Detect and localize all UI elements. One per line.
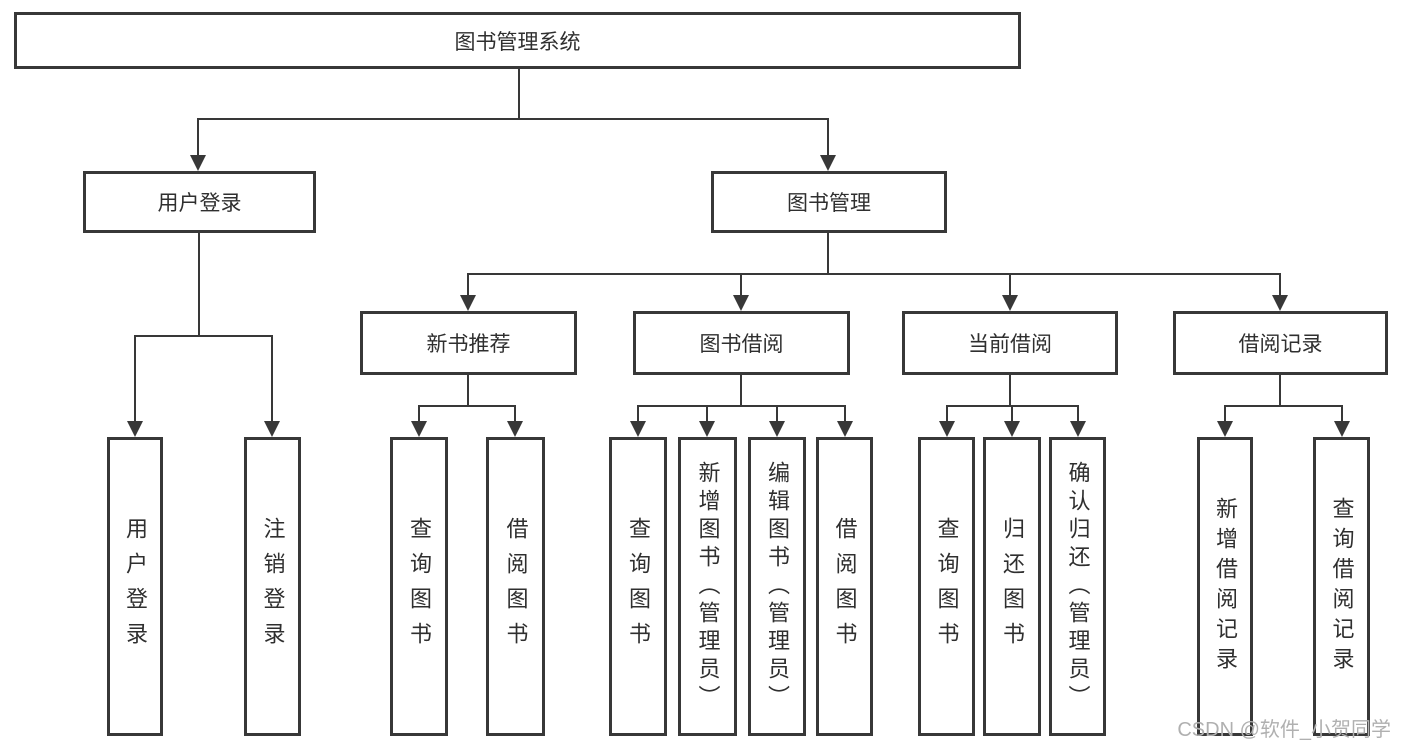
tree-line xyxy=(1224,405,1343,407)
leaf-user-login: 用户登录 xyxy=(107,437,163,736)
tree-line xyxy=(706,405,708,423)
node-label: 注销登录 xyxy=(260,516,286,657)
arrow-down-icon xyxy=(1334,421,1350,437)
tree-line xyxy=(271,335,273,423)
node-label: 借阅图书 xyxy=(832,516,858,657)
node-current-borrowing: 当前借阅 xyxy=(902,311,1118,375)
arrow-down-icon xyxy=(507,421,523,437)
node-label: 图书管理系统 xyxy=(454,30,581,54)
leaf-query-books-borrowing: 查询图书 xyxy=(609,437,667,736)
node-label: 借阅记录 xyxy=(1238,333,1323,356)
tree-line xyxy=(637,405,846,407)
leaf-add-book-admin: 新增图书（管理员） xyxy=(678,437,737,736)
tree-line xyxy=(637,405,639,423)
node-label: 查询借阅记录 xyxy=(1329,496,1355,677)
tree-line xyxy=(776,405,778,423)
tree-line xyxy=(1279,375,1281,405)
node-book-borrowing: 图书借阅 xyxy=(633,311,850,375)
leaf-query-books-current: 查询图书 xyxy=(918,437,975,736)
tree-line xyxy=(844,405,846,423)
node-library-system: 图书管理系统 xyxy=(14,12,1021,69)
node-label: 查询图书 xyxy=(934,516,960,657)
arrow-down-icon xyxy=(1272,295,1288,311)
tree-line xyxy=(418,405,516,407)
tree-line xyxy=(197,118,829,120)
node-label: 查询图书 xyxy=(626,516,651,657)
node-label: 借阅图书 xyxy=(503,516,529,657)
arrow-down-icon xyxy=(411,421,427,437)
node-label: 查询图书 xyxy=(407,516,432,657)
leaf-query-books-recommend: 查询图书 xyxy=(390,437,448,736)
tree-line xyxy=(740,375,742,405)
arrow-down-icon xyxy=(264,421,280,437)
tree-line xyxy=(1224,405,1226,423)
tree-line xyxy=(467,273,469,297)
leaf-logout: 注销登录 xyxy=(244,437,301,736)
tree-line xyxy=(946,405,948,423)
tree-line xyxy=(514,405,516,423)
arrow-down-icon xyxy=(1217,421,1233,437)
node-user-login-group: 用户登录 xyxy=(83,171,316,233)
leaf-borrow-books-recommend: 借阅图书 xyxy=(486,437,545,736)
tree-line xyxy=(1011,405,1013,423)
arrow-down-icon xyxy=(1002,295,1018,311)
arrow-down-icon xyxy=(939,421,955,437)
tree-line xyxy=(827,118,829,157)
node-label: 编辑图书（管理员） xyxy=(765,460,790,713)
arrow-down-icon xyxy=(460,295,476,311)
tree-line xyxy=(1279,273,1281,297)
arrow-down-icon xyxy=(733,295,749,311)
tree-line xyxy=(418,405,420,423)
tree-line xyxy=(518,68,520,118)
tree-line xyxy=(467,375,469,405)
watermark: CSDN @软件_小贺同学 xyxy=(1177,719,1391,741)
leaf-confirm-return-admin: 确认归还（管理员） xyxy=(1049,437,1106,736)
node-label: 归还图书 xyxy=(1000,516,1025,657)
tree-line xyxy=(740,273,742,297)
tree-line xyxy=(467,273,1281,275)
arrow-down-icon xyxy=(769,421,785,437)
arrow-down-icon xyxy=(190,155,206,171)
node-label: 用户登录 xyxy=(123,516,148,657)
tree-line xyxy=(827,233,829,273)
arrow-down-icon xyxy=(699,421,715,437)
arrow-down-icon xyxy=(820,155,836,171)
node-book-management: 图书管理 xyxy=(711,171,947,233)
node-label: 用户登录 xyxy=(157,192,242,215)
node-label: 图书管理 xyxy=(787,192,871,215)
tree-line xyxy=(198,233,200,335)
arrow-down-icon xyxy=(127,421,143,437)
tree-line xyxy=(197,118,199,157)
tree-line xyxy=(134,335,136,423)
leaf-borrow-books-borrowing: 借阅图书 xyxy=(816,437,873,736)
arrow-down-icon xyxy=(630,421,646,437)
leaf-return-books: 归还图书 xyxy=(983,437,1041,736)
node-label: 新书推荐 xyxy=(426,333,511,356)
tree-line xyxy=(1009,375,1011,405)
node-label: 图书借阅 xyxy=(699,333,784,356)
leaf-add-borrow-record: 新增借阅记录 xyxy=(1197,437,1253,736)
leaf-edit-book-admin: 编辑图书（管理员） xyxy=(748,437,806,736)
node-label: 新增借阅记录 xyxy=(1213,496,1238,677)
tree-line xyxy=(1009,273,1011,297)
node-borrowing-records: 借阅记录 xyxy=(1173,311,1388,375)
tree-line xyxy=(134,335,273,337)
arrow-down-icon xyxy=(1004,421,1020,437)
node-label: 确认归还（管理员） xyxy=(1065,460,1091,713)
node-label: 当前借阅 xyxy=(968,333,1052,356)
arrow-down-icon xyxy=(837,421,853,437)
node-new-book-recommend: 新书推荐 xyxy=(360,311,577,375)
node-label: 新增图书（管理员） xyxy=(695,460,721,713)
tree-line xyxy=(1341,405,1343,423)
leaf-query-borrow-record: 查询借阅记录 xyxy=(1313,437,1370,736)
arrow-down-icon xyxy=(1070,421,1086,437)
tree-line xyxy=(1077,405,1079,423)
